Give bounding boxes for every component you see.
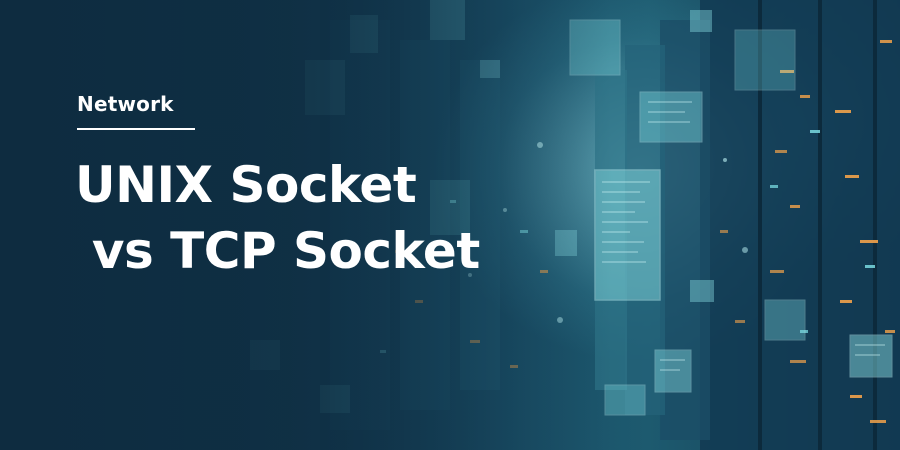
- title-line-2: vs TCP Socket: [75, 222, 480, 280]
- title-line-1: UNIX Socket: [75, 156, 417, 214]
- category-underline: [77, 128, 195, 130]
- category-label: Network: [77, 92, 174, 116]
- page-title: UNIX Socket vs TCP Socket: [75, 152, 480, 284]
